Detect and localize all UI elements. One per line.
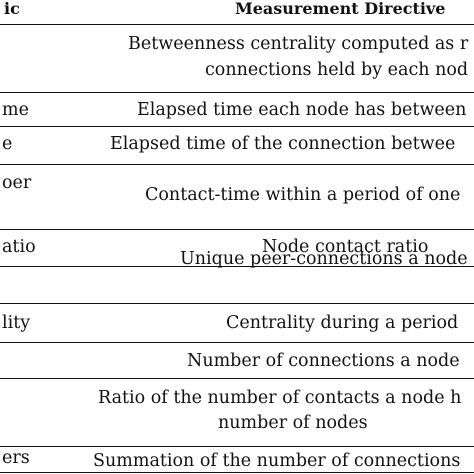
row-9-directive-line-2: number of nodes	[218, 413, 368, 433]
row-3-metric: e	[2, 134, 13, 154]
row-rule	[0, 303, 474, 304]
row-rule	[0, 126, 474, 127]
row-4-directive: Contact-time within a period of one	[145, 185, 461, 205]
row-10-directive: Summation of the number of connections	[93, 451, 461, 471]
row-9-directive-line-1: Ratio of the number of contacts a node h	[98, 388, 462, 408]
row-2-directive: Elapsed time each node has between	[137, 100, 467, 120]
header-rule	[0, 24, 474, 25]
row-rule	[0, 446, 474, 447]
row-7-directive: Centrality during a period	[226, 313, 459, 333]
row-1-directive-line-1: Betweenness centrality computed as r	[128, 34, 469, 54]
row-rule	[0, 229, 474, 230]
row-10-metric: ers	[2, 448, 30, 468]
row-6-directive-text: Unique peer-connections a node	[180, 249, 468, 269]
row-2-metric: me	[2, 100, 29, 120]
row-3-directive: Elapsed time of the connection betwee	[110, 134, 456, 154]
row-rule	[0, 92, 474, 93]
row-1-directive-line-2: connections held by each nod	[205, 60, 469, 80]
row-rule	[0, 164, 474, 165]
row-5-metric: atio	[2, 237, 36, 257]
row-rule	[0, 342, 474, 343]
row-4-metric: oer	[2, 173, 32, 193]
row-rule	[0, 378, 474, 379]
row-rule	[0, 472, 474, 473]
row-5-directive: Node contact ratio	[262, 237, 429, 257]
header-metric: ic	[4, 0, 20, 18]
row-7-metric: lity	[2, 313, 31, 333]
row-rule	[0, 266, 474, 267]
row-8-directive: Number of connections a node	[187, 351, 460, 371]
header-directive: Measurement Directive	[235, 0, 446, 18]
